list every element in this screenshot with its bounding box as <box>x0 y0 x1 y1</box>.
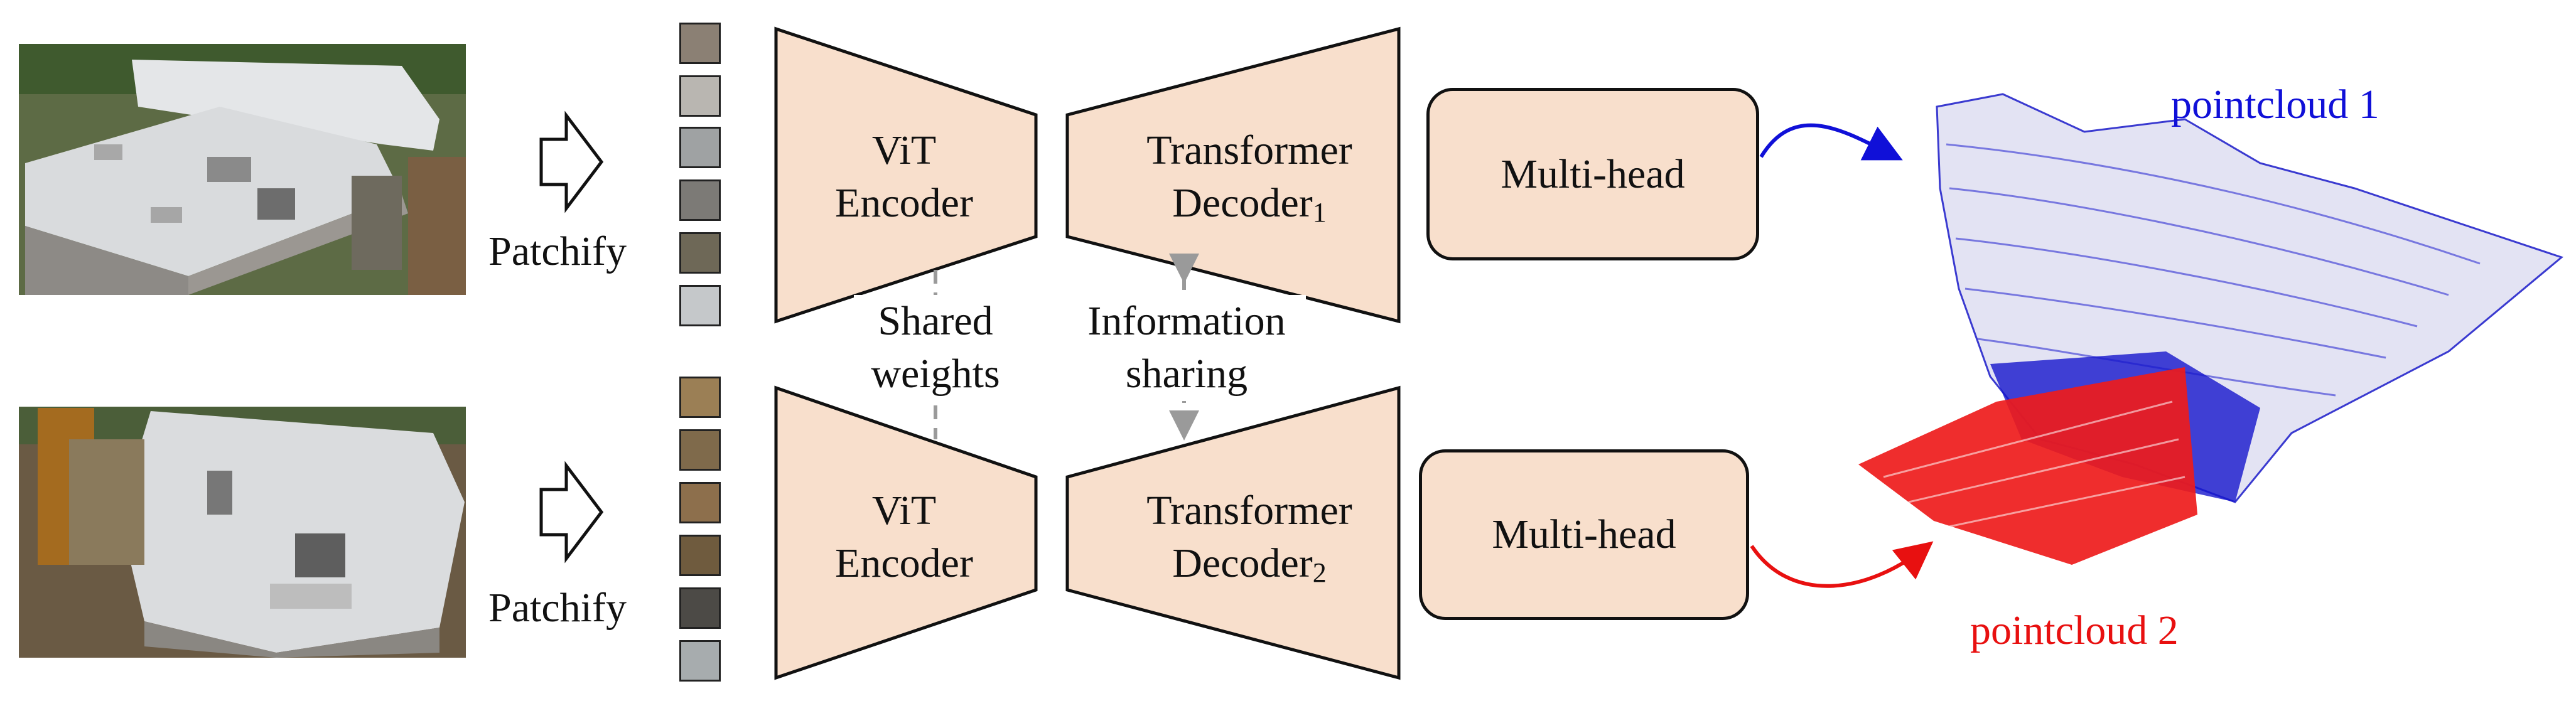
patch-thumbnail <box>679 75 721 117</box>
transformer-decoder-label-1: Transformer Decoder1 <box>1146 127 1352 228</box>
pointcloud-render <box>1858 93 2564 565</box>
hollow-arrow-icon <box>539 461 604 564</box>
curved-arrow-icon <box>1759 123 1903 161</box>
aerial-photo-2 <box>19 407 466 658</box>
patchify-label-1: Patchify <box>488 228 627 274</box>
transformer-decoder-block <box>1065 26 1401 324</box>
pointcloud-1-label: pointcloud 1 <box>2171 82 2379 127</box>
patch-thumbnail <box>679 127 721 168</box>
patch-thumbnail <box>679 587 721 629</box>
multi-head-label-2: Multi-head <box>1492 511 1676 557</box>
vit-encoder-block <box>774 385 1038 680</box>
pointcloud-2-label: pointcloud 2 <box>1970 607 2179 653</box>
patchify-label-2: Patchify <box>488 585 627 631</box>
patch-thumbnail <box>679 285 721 326</box>
vit-encoder-block <box>774 26 1038 324</box>
patch-thumbnail <box>679 640 721 682</box>
aerial-photo-1 <box>19 44 466 295</box>
transformer-decoder-block <box>1065 385 1401 680</box>
transformer-decoder-label-2: Transformer Decoder2 <box>1146 488 1352 589</box>
patch-thumbnail <box>679 482 721 523</box>
patch-thumbnail <box>679 179 721 221</box>
patch-thumbnail <box>679 377 721 418</box>
patch-thumbnail <box>679 23 721 64</box>
patch-thumbnail <box>679 232 721 274</box>
hollow-arrow-icon <box>539 110 604 213</box>
patch-thumbnail <box>679 429 721 471</box>
patch-thumbnail <box>679 535 721 576</box>
multi-head-box-2: Multi-head <box>1419 449 1749 620</box>
curved-arrow-icon <box>1750 541 1934 588</box>
multi-head-label-1: Multi-head <box>1501 151 1685 197</box>
multi-head-box-1: Multi-head <box>1426 88 1759 260</box>
